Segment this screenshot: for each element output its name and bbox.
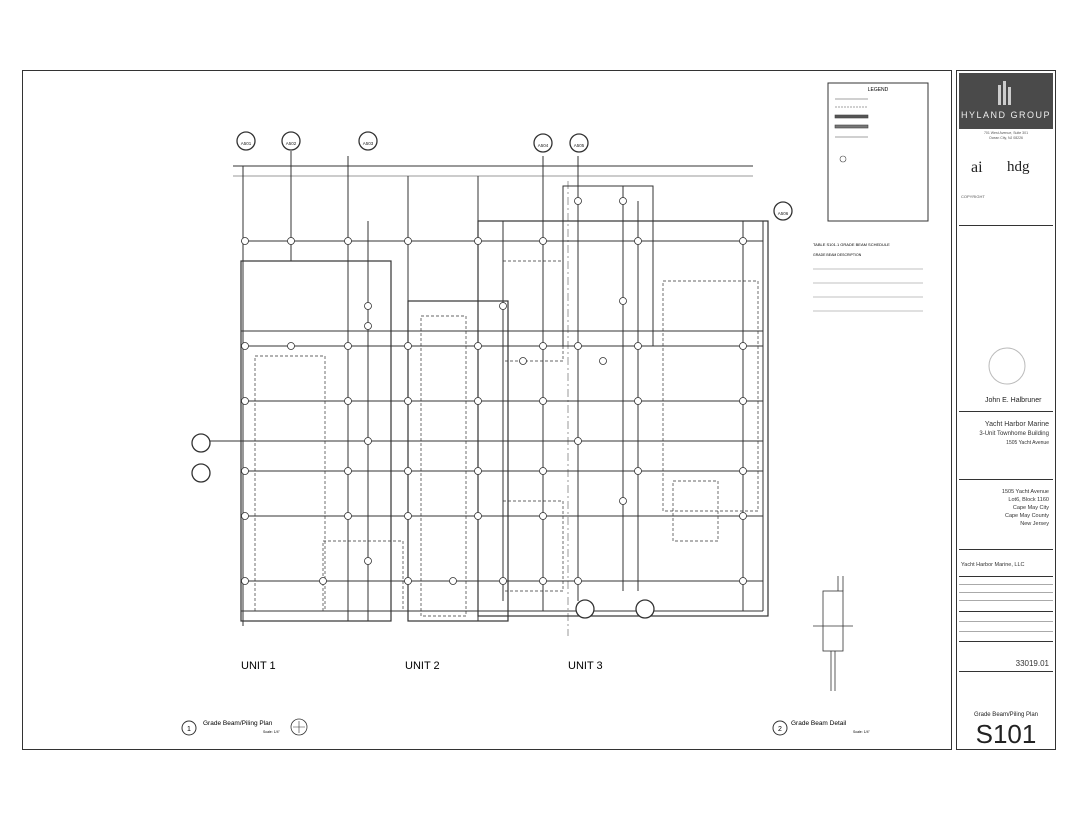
address-line-2: Lot6, Block 1160 <box>1008 497 1049 503</box>
unit-3-label: UNIT 3 <box>568 660 603 672</box>
schedule-title: TABLE S101.1 GRADE BEAM SCHEDULE <box>813 242 890 247</box>
detail-title: Grade Beam Detail <box>791 720 847 727</box>
engineer-seal-icon <box>988 347 1026 385</box>
plan-title: Grade Beam/Piling Plan <box>203 720 273 727</box>
detail-scale: Scale: 1/4" <box>853 730 871 734</box>
firm-name: HYLAND GROUP <box>960 110 1051 120</box>
project-line-2: 3-Unit Townhome Building <box>979 431 1049 437</box>
detail-number: 2 <box>778 726 782 733</box>
address-line-4: Cape May County <box>1004 513 1049 519</box>
project-line-3: 1505 Yacht Avenue <box>1006 440 1049 446</box>
section-tag-2: A502 <box>286 141 297 146</box>
address-line-5: New Jersey <box>1020 521 1049 527</box>
title-block: HYLAND GROUP 701 West Avenue, Suite 301 … <box>956 70 1056 750</box>
copyright-label: COPYRIGHT <box>961 194 985 199</box>
firm-city: Ocean City, NJ 08226 <box>989 136 1023 140</box>
unit-2-label: UNIT 2 <box>405 660 440 672</box>
firm-logo: HYLAND GROUP <box>959 73 1053 129</box>
section-tag-4: A504 <box>538 143 549 148</box>
schedule-heading: GRADE BEAM DESCRIPTION <box>813 253 862 257</box>
legend-title: LEGEND <box>868 87 889 93</box>
section-tag-1: A501 <box>241 141 252 146</box>
building-logo-icon <box>998 81 1011 105</box>
project-line-1: Yacht Harbor Marine <box>984 421 1049 428</box>
sheet-title: Grade Beam/Piling Plan <box>973 712 1039 718</box>
engineer-name: John E. Halbruner <box>985 397 1042 404</box>
sheet-number: S101 <box>975 719 1037 749</box>
section-tag-6: A506 <box>778 211 789 216</box>
plan-number: 1 <box>187 726 191 733</box>
section-tag-5: A505 <box>574 143 585 148</box>
address-line-1: 1505 Yacht Avenue <box>1001 489 1049 495</box>
address-line-3: Cape May City <box>1012 505 1049 511</box>
grade-beam-detail <box>813 576 853 691</box>
structural-plan: A501 A502 A503 A504 A505 A506 LEGEND TAB… <box>181 82 929 736</box>
firm-address: 701 West Avenue, Suite 301 <box>983 131 1029 135</box>
north-arrow-icon <box>290 718 308 736</box>
section-tag-3: A503 <box>363 141 374 146</box>
ai-logo: ai <box>971 159 983 176</box>
drawing-sheet: A501 A502 A503 A504 A505 A506 LEGEND TAB… <box>22 70 952 750</box>
unit-1-label: UNIT 1 <box>241 660 276 672</box>
plan-scale: Scale: 1/4" <box>263 730 281 734</box>
job-number: 33019.01 <box>1015 659 1049 668</box>
hdg-logo: hdg <box>1007 159 1030 175</box>
client-name: Yacht Harbor Marine, LLC <box>961 562 1025 568</box>
